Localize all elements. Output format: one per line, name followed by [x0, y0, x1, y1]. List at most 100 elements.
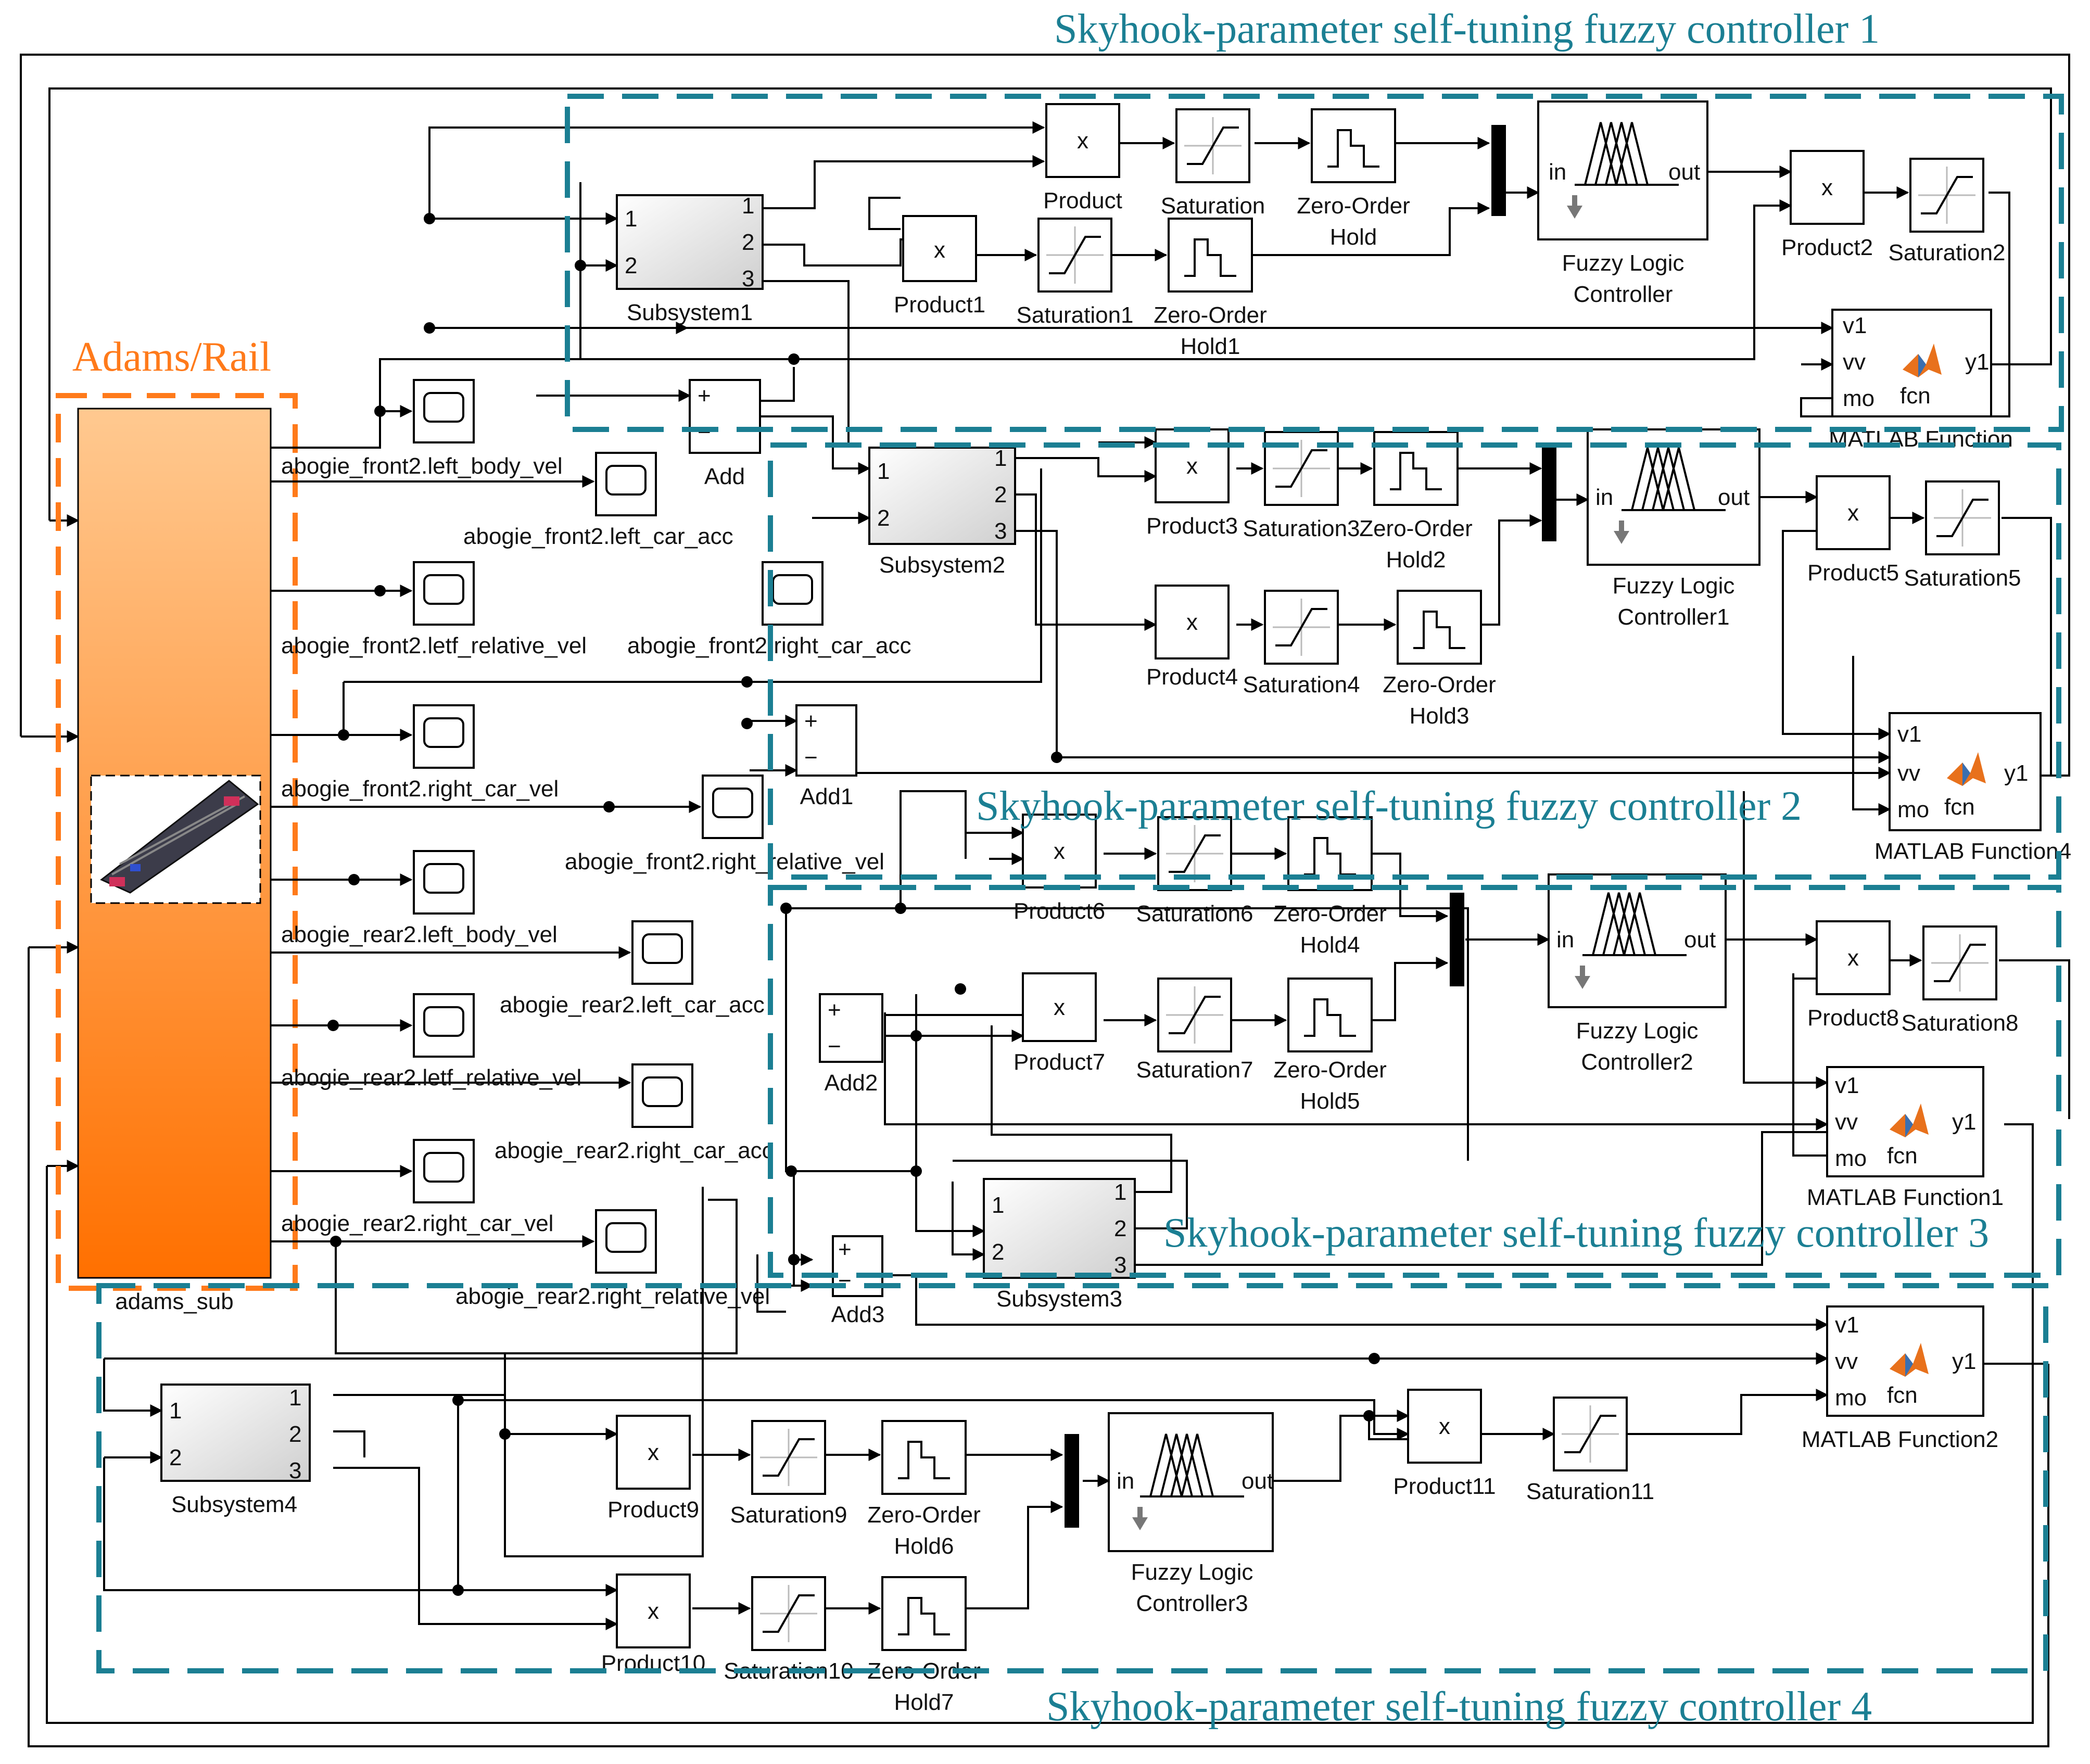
svg-text:Zero-Order: Zero-Order	[1383, 672, 1496, 697]
svg-text:x: x	[934, 237, 945, 263]
fuzzy-logic-controller-3[interactable]: in out Fuzzy Logic Controller3	[1108, 1412, 1274, 1616]
saturation2-block[interactable]: Saturation2	[1888, 158, 2006, 265]
svg-text:1: 1	[992, 1192, 1004, 1218]
scope-8[interactable]	[631, 920, 693, 985]
scope-7[interactable]	[413, 850, 475, 915]
svg-text:1: 1	[742, 193, 754, 219]
controller-2-title: Skyhook-parameter self-tuning fuzzy cont…	[976, 783, 1802, 829]
scope-1[interactable]	[413, 379, 475, 443]
matlab-function-4[interactable]: v1 vv mo y1 fcn MATLAB Function4	[1874, 712, 2071, 864]
svg-text:mo: mo	[1835, 1385, 1867, 1411]
junction-dots	[327, 213, 1380, 1596]
adams-sub-block[interactable]: adams_sub	[77, 408, 272, 1314]
add2-block[interactable]: + − Add2	[819, 993, 883, 1096]
svg-text:Fuzzy Logic: Fuzzy Logic	[1562, 250, 1684, 276]
svg-text:mo: mo	[1835, 1146, 1867, 1171]
subsystem-1[interactable]: 1 2 1 2 3 Subsystem1	[616, 193, 764, 325]
add1-block[interactable]: + − Add1	[795, 704, 857, 809]
saturation3-block[interactable]: Saturation3	[1243, 431, 1360, 541]
subsystem-2[interactable]: 1 2 1 2 3 Subsystem2	[868, 446, 1016, 578]
svg-text:Saturation4: Saturation4	[1243, 672, 1360, 697]
svg-text:Product1: Product1	[894, 292, 985, 318]
scope-2[interactable]	[595, 452, 657, 516]
subsystem-4[interactable]: 1 2 1 2 3 Subsystem4	[160, 1384, 311, 1517]
svg-text:Saturation7: Saturation7	[1136, 1057, 1253, 1083]
mux-3[interactable]	[1450, 893, 1464, 986]
saturation1-block[interactable]: Saturation1	[1016, 218, 1134, 328]
add3-block[interactable]: + − Add3	[831, 1235, 885, 1327]
saturation10-block[interactable]: Saturation10	[724, 1576, 854, 1684]
signal-label-7: abogie_rear2.left_body_vel	[281, 922, 558, 947]
saturation4-block[interactable]: Saturation4	[1243, 590, 1360, 697]
svg-text:Hold4: Hold4	[1300, 932, 1360, 958]
fuzzy-logic-controller-1[interactable]: in out Fuzzy Logic Controller1	[1587, 428, 1760, 630]
saturation9-block[interactable]: Saturation9	[730, 1420, 847, 1528]
saturation6-block[interactable]: Saturation6	[1136, 816, 1253, 927]
svg-text:in: in	[1595, 485, 1613, 510]
scope-9[interactable]	[413, 993, 475, 1058]
mux-2[interactable]	[1542, 448, 1556, 541]
matlab-function-1[interactable]: v1 vv mo y1 fcn MATLAB Function1	[1807, 1066, 2004, 1210]
svg-text:Product2: Product2	[1781, 235, 1873, 260]
saturation11-block[interactable]: Saturation11	[1526, 1397, 1654, 1504]
scope-10[interactable]	[631, 1063, 693, 1128]
svg-text:Add2: Add2	[825, 1070, 878, 1096]
scope-6[interactable]	[702, 775, 764, 839]
svg-text:Saturation9: Saturation9	[730, 1502, 847, 1528]
svg-text:mo: mo	[1897, 797, 1929, 822]
signal-label-10: abogie_rear2.right_car_acc	[495, 1138, 774, 1163]
scope-3[interactable]	[413, 561, 475, 626]
fuzzy-logic-controller-2[interactable]: in out Fuzzy Logic Controller2	[1548, 873, 1727, 1075]
svg-text:Product3: Product3	[1146, 513, 1238, 539]
signal-label-5: abogie_front2.right_car_vel	[281, 776, 559, 802]
svg-text:2: 2	[992, 1239, 1004, 1265]
svg-text:2: 2	[1114, 1216, 1126, 1241]
svg-text:Saturation3: Saturation3	[1243, 516, 1360, 541]
svg-text:+: +	[698, 383, 711, 409]
fuzzy-logic-controller[interactable]: in out Fuzzy Logic Controller	[1537, 100, 1708, 307]
svg-text:v1: v1	[1843, 313, 1867, 338]
saturation8-block[interactable]: Saturation8	[1901, 925, 2019, 1036]
saturation7-block[interactable]: Saturation7	[1136, 978, 1253, 1083]
svg-text:Add1: Add1	[800, 784, 854, 809]
matlab-function-2[interactable]: v1 vv mo y1 fcn MATLAB Function2	[1802, 1305, 1998, 1452]
svg-text:3: 3	[742, 266, 754, 291]
scope-12[interactable]	[595, 1209, 657, 1274]
svg-text:out: out	[1718, 485, 1750, 510]
scope-11[interactable]	[413, 1139, 475, 1203]
svg-text:y1: y1	[1952, 1109, 1976, 1135]
add-block[interactable]: + − Add	[689, 379, 761, 489]
scope-5[interactable]	[413, 704, 475, 769]
saturation5-block[interactable]: Saturation5	[1904, 480, 2021, 591]
mux-4[interactable]	[1065, 1434, 1079, 1528]
svg-text:x: x	[1821, 175, 1833, 200]
svg-text:MATLAB Function4: MATLAB Function4	[1874, 839, 2071, 864]
subsystem-3[interactable]: 1 2 1 2 3 Subsystem3	[983, 1178, 1136, 1312]
svg-text:Hold2: Hold2	[1386, 547, 1446, 573]
signal-label-9: abogie_rear2.letf_relative_vel	[281, 1065, 581, 1090]
mux-1[interactable]	[1491, 125, 1506, 216]
saturation-block[interactable]: Saturation	[1161, 108, 1265, 219]
svg-text:vv: vv	[1897, 760, 1920, 786]
svg-text:vv: vv	[1835, 1349, 1858, 1374]
